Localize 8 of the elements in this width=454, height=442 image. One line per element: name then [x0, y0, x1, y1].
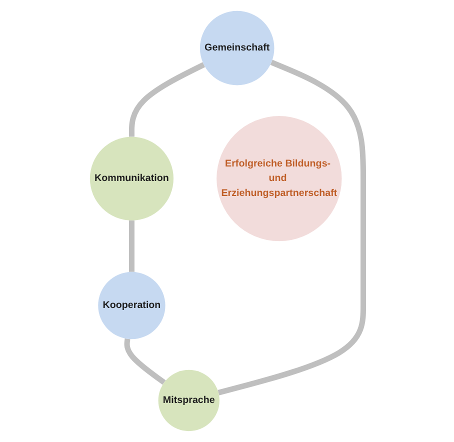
connector	[129, 62, 206, 137]
node-circle: Mitsprache	[158, 370, 220, 432]
node-circle: Gemeinschaft	[200, 10, 275, 86]
node-circle: Erfolgreiche Bildungs- und Erziehungspartnerschaft	[216, 116, 342, 242]
node-circle: Kommunikation	[90, 136, 174, 220]
node-circle: Kooperation	[98, 272, 166, 340]
connector	[129, 220, 135, 272]
connector	[218, 60, 366, 396]
